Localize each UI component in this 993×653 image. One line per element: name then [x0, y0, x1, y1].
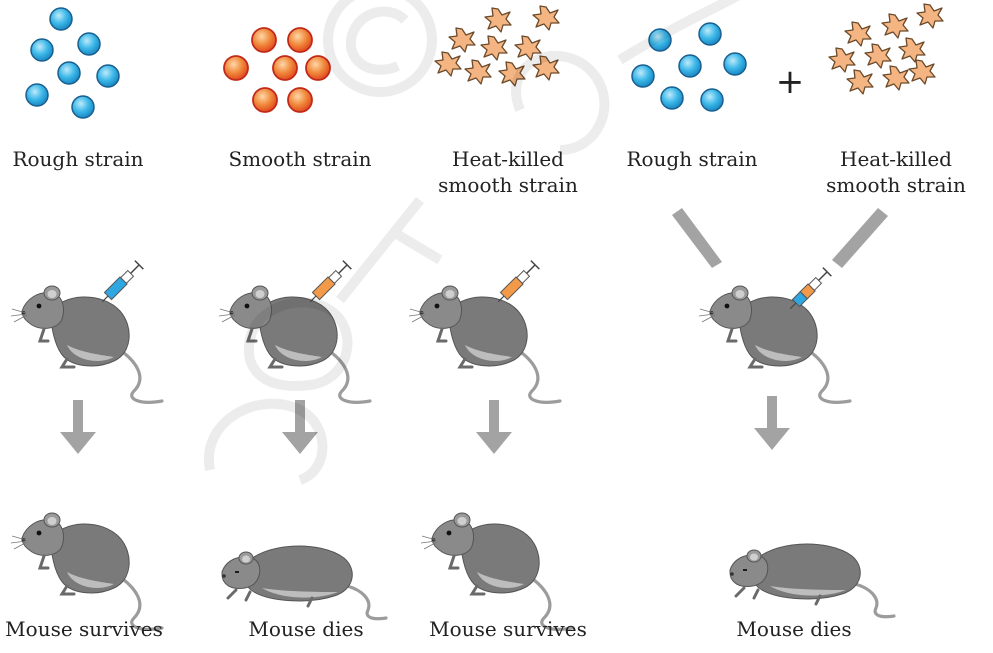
- bacterium-heat-killed: [908, 59, 936, 85]
- strain-label-heat-killed-line2: smooth strain: [438, 173, 578, 197]
- bacterium-rough: [723, 52, 747, 76]
- bacterium-smooth: [287, 27, 313, 53]
- bacterium-smooth: [287, 87, 313, 113]
- bacterium-smooth: [251, 27, 277, 53]
- outcome-label: Mouse survives: [429, 617, 587, 641]
- bacterium-heat-killed: [464, 59, 492, 85]
- bacterium-heat-killed: [846, 69, 874, 95]
- syringe: [497, 260, 540, 303]
- bacterium-rough: [678, 54, 702, 78]
- rough-strain-cluster: [25, 7, 120, 119]
- bacterium-smooth: [252, 87, 278, 113]
- bacterium-rough: [30, 38, 54, 62]
- bacterium-heat-killed: [532, 5, 560, 31]
- smooth-strain-cluster: [223, 27, 331, 113]
- mouse-outcome-alive: [419, 511, 574, 631]
- bacterium-rough: [25, 83, 49, 107]
- mouse-injected: [697, 284, 852, 404]
- bacterium-heat-killed: [898, 37, 926, 63]
- bacterium-rough: [648, 28, 672, 52]
- bacterium-heat-killed: [484, 7, 512, 33]
- outcome-label: Mouse survives: [5, 617, 163, 641]
- bacterium-heat-killed: [864, 43, 892, 69]
- mouse-injected: [217, 284, 372, 404]
- mouse-injected: [9, 284, 164, 404]
- bacterium-heat-killed: [514, 35, 542, 61]
- syringe: [309, 260, 352, 303]
- bacterium-heat-killed: [916, 3, 944, 29]
- plus-sign: +: [776, 62, 805, 102]
- outcome-label: Mouse dies: [248, 617, 363, 641]
- mouse-outcome-dead: [220, 544, 388, 621]
- heat-killed-cluster-mix: [828, 3, 944, 95]
- bacterium-heat-killed: [882, 65, 910, 91]
- strain-label-heat-killed-line1: Heat-killed: [452, 147, 564, 171]
- bacterium-rough: [71, 95, 95, 119]
- bacterium-heat-killed: [844, 21, 872, 47]
- bacterium-heat-killed: [448, 27, 476, 53]
- heat-killed-cluster: [434, 5, 560, 87]
- strain-label-rough: Rough strain: [12, 147, 143, 171]
- bacterium-heat-killed: [480, 35, 508, 61]
- bacterium-rough: [660, 86, 684, 110]
- bacterium-heat-killed: [434, 51, 462, 77]
- bacterium-rough: [698, 22, 722, 46]
- converge-arrow-left: [672, 208, 722, 268]
- mouse-outcome-alive: [9, 511, 164, 631]
- bacterium-rough: [49, 7, 73, 31]
- strain-label-heat-killed-mix-line1: Heat-killed: [840, 147, 952, 171]
- strain-label-heat-killed-mix-line2: smooth strain: [826, 173, 966, 197]
- syringe-mixed: [789, 267, 832, 310]
- strain-label-smooth: Smooth strain: [228, 147, 371, 171]
- syringe: [101, 260, 144, 303]
- mouse-injected: [407, 284, 562, 404]
- down-arrow: [754, 396, 790, 450]
- mouse-outcome-dead: [728, 542, 896, 619]
- bacterium-rough: [96, 64, 120, 88]
- bacterium-heat-killed: [498, 61, 526, 87]
- bacterium-heat-killed: [532, 55, 560, 81]
- bacterium-smooth: [223, 55, 249, 81]
- bacterium-rough: [77, 32, 101, 56]
- bacterium-smooth: [272, 55, 298, 81]
- strain-label-rough-mix: Rough strain: [626, 147, 757, 171]
- rough-strain-cluster-mix: [631, 22, 747, 112]
- down-arrow: [282, 400, 318, 454]
- outcome-label: Mouse dies: [736, 617, 851, 641]
- bacterium-rough: [57, 61, 81, 85]
- bacterium-heat-killed: [881, 13, 909, 39]
- down-arrow: [60, 400, 96, 454]
- converge-arrow-right: [832, 208, 888, 268]
- bacterium-rough: [700, 88, 724, 112]
- bacterium-rough: [631, 64, 655, 88]
- bacterium-heat-killed: [828, 47, 856, 73]
- down-arrow: [476, 400, 512, 454]
- bacterium-smooth: [305, 55, 331, 81]
